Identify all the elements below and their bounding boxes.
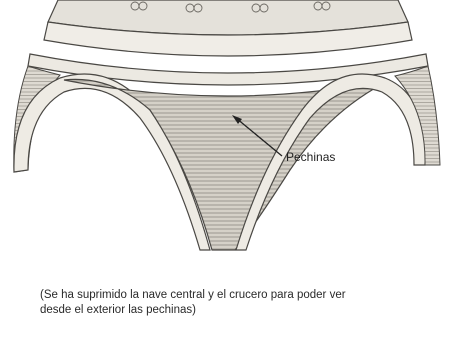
pendentive-label: Pechinas xyxy=(286,150,335,164)
caption-line-2: desde el exterior las pechinas) xyxy=(40,303,450,318)
pendentive-illustration xyxy=(0,0,453,270)
caption-line-1: (Se ha suprimido la nave central y el cr… xyxy=(40,288,450,303)
central-pendentive xyxy=(64,79,390,250)
drum-base xyxy=(44,0,412,56)
caption: (Se ha suprimido la nave central y el cr… xyxy=(40,288,450,318)
